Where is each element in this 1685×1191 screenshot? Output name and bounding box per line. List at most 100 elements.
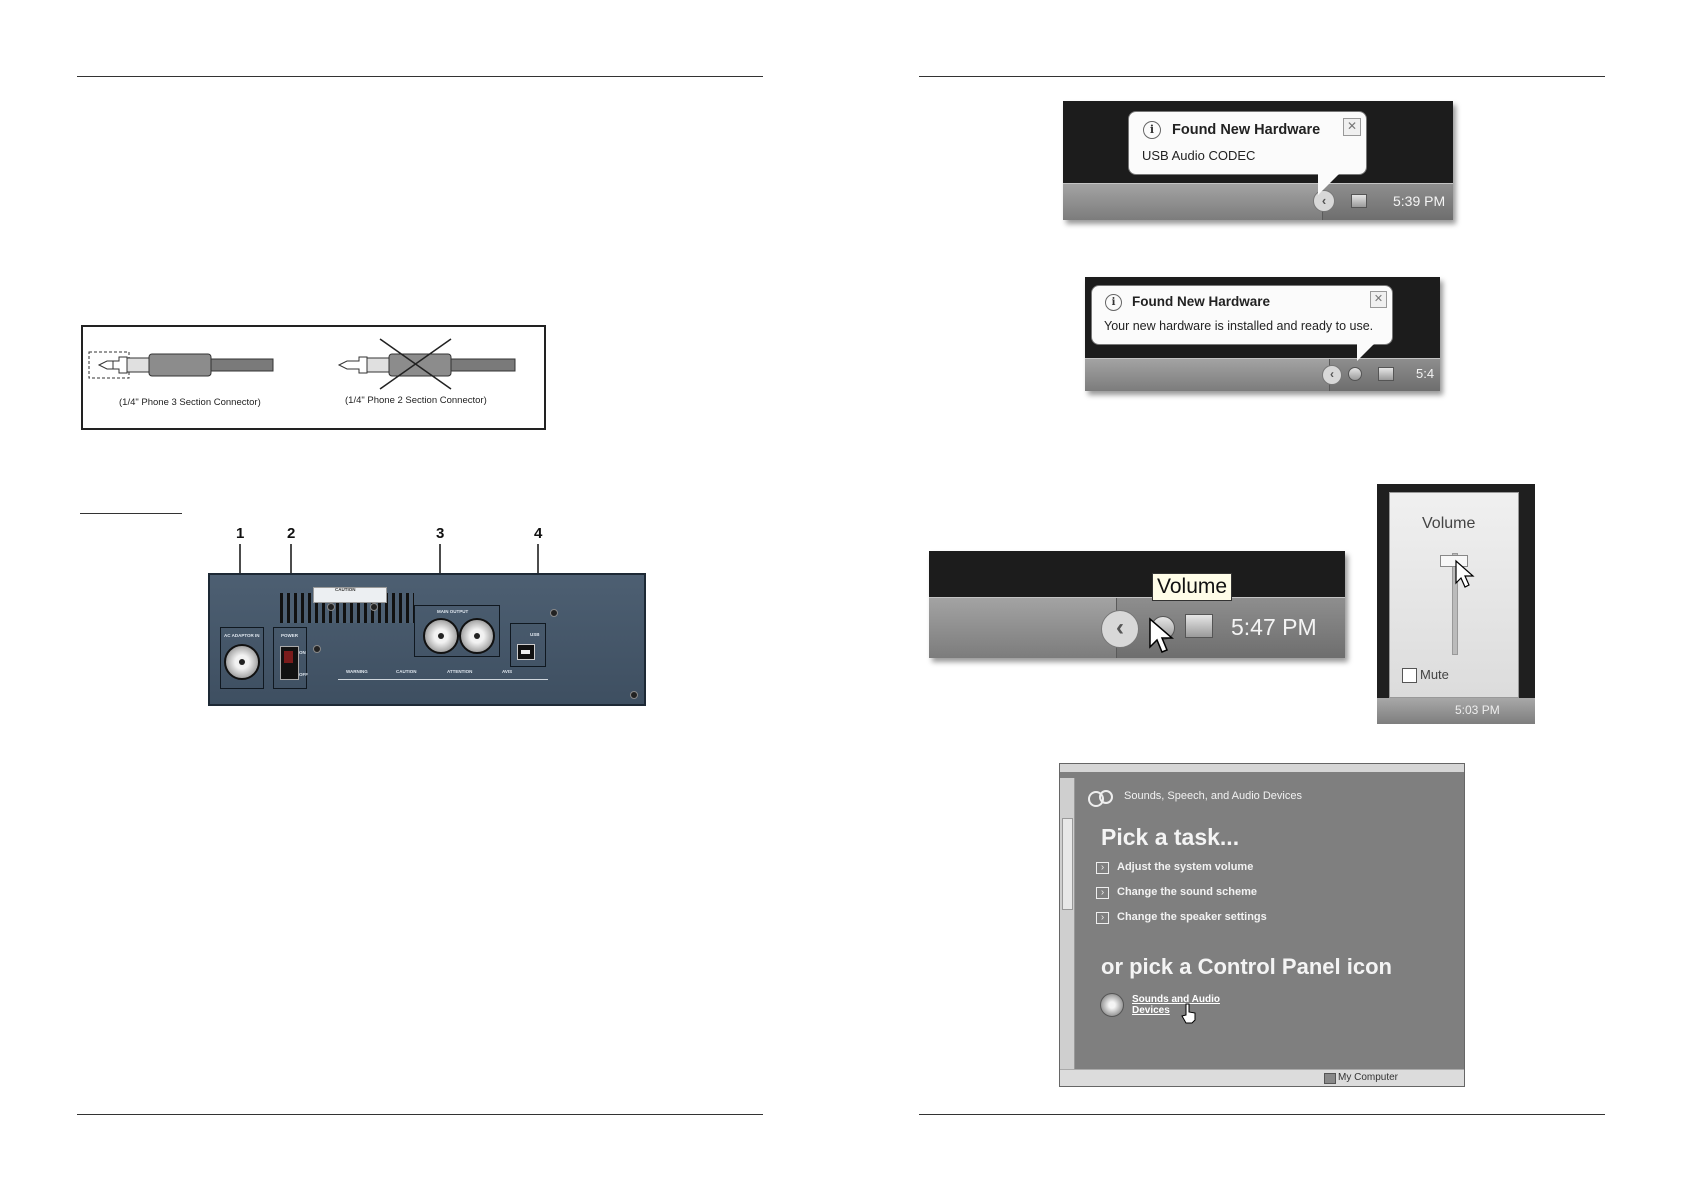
tray-clock: 5:47 PM: [1231, 614, 1317, 640]
main-output-left-connector: [423, 618, 459, 654]
found-hardware-screenshot-1: ‹ 5:39 PM i Found New Hardware ✕ USB Aud…: [1063, 101, 1453, 220]
connector-2-section-label: (1/4" Phone 2 Section Connector): [345, 395, 487, 406]
volume-tray-screenshot: ‹ 5:47 PM Volume: [929, 551, 1345, 658]
usb-label: USB: [530, 632, 540, 637]
info-icon: i: [1143, 121, 1161, 139]
main-output-label: MAIN OUTPUT: [437, 609, 469, 614]
sounds-audio-devices-icon[interactable]: [1100, 993, 1124, 1017]
found-hardware-balloon[interactable]: i Found New Hardware ✕ USB Audio CODEC: [1128, 111, 1367, 175]
network-icon[interactable]: [1185, 614, 1213, 638]
warning-divider: [338, 679, 548, 680]
taskbar: ‹ 5:4: [1085, 358, 1440, 391]
balloon-text: Your new hardware is installed and ready…: [1104, 319, 1374, 333]
mute-label: Mute: [1420, 667, 1449, 682]
warning-label-2: CAUTION: [396, 669, 417, 674]
screw-5: [630, 691, 638, 699]
balloon-title: Found New Hardware: [1132, 294, 1271, 309]
rear-callout-3: 3: [436, 525, 445, 542]
taskbar: ‹ 5:39 PM: [1063, 183, 1453, 220]
warning-label-4: AVIS: [502, 669, 513, 674]
rear-panel-heading-underline: [80, 513, 182, 514]
warning-label-1: WARNING: [346, 669, 368, 674]
rear-callout-1: 1: [236, 525, 245, 542]
tray-clock: 5:39 PM: [1393, 193, 1446, 209]
task-change-sound-scheme[interactable]: Change the sound scheme: [1117, 886, 1257, 898]
tray-expand-icon[interactable]: ‹: [1322, 365, 1342, 385]
volume-popup: Volume Mute: [1389, 492, 1519, 698]
connector-figure: (1/4" Phone 3 Section Connector) (1/4" P…: [81, 325, 546, 430]
task-arrow-icon: ›: [1096, 862, 1109, 874]
sounds-audio-devices-link-line2[interactable]: Devices: [1132, 1005, 1170, 1016]
my-computer-icon: [1324, 1073, 1336, 1084]
balloon-close-button[interactable]: ✕: [1343, 118, 1361, 136]
task-arrow-icon: ›: [1096, 912, 1109, 924]
screw-4: [550, 609, 558, 617]
caution-sticker-bar: [313, 587, 387, 603]
volume-tooltip: Volume: [1152, 573, 1233, 601]
network-icon[interactable]: [1351, 194, 1367, 208]
found-hardware-screenshot-2: ‹ 5:4 i Found New Hardware ✕ Your new ha…: [1085, 277, 1440, 391]
rear-panel: AC ADAPTOR IN POWER ON OFF CAUTION MAIN …: [208, 573, 646, 706]
main-output-right-connector: [459, 618, 495, 654]
power-switch: [280, 646, 299, 680]
sounds-category-icon: [1088, 790, 1113, 807]
usb-port: [517, 644, 535, 660]
balloon-close-button[interactable]: ✕: [1370, 291, 1387, 308]
balloon-tail: [1318, 173, 1340, 195]
power-on-label: ON: [299, 650, 306, 655]
warning-label-3: ATTENTION: [447, 669, 473, 674]
balloon-tail: [1357, 343, 1375, 361]
info-icon: i: [1105, 294, 1122, 311]
tray-expand-icon[interactable]: ‹: [1101, 610, 1139, 648]
connector-drawing: [88, 338, 516, 390]
task-change-speaker-settings[interactable]: Change the speaker settings: [1117, 911, 1267, 923]
taskbar: ‹ 5:47 PM: [929, 597, 1345, 658]
main-output-section: MAIN OUTPUT: [414, 605, 500, 657]
power-section: POWER ON OFF: [273, 627, 308, 689]
caution-sticker-label: CAUTION: [335, 587, 356, 592]
tray-clock: 5:4: [1416, 366, 1435, 381]
scrollbar-thumb[interactable]: [1062, 818, 1073, 910]
status-text: My Computer: [1338, 1072, 1399, 1083]
network-icon[interactable]: [1378, 367, 1394, 381]
sounds-audio-devices-link-line1[interactable]: Sounds and Audio: [1132, 994, 1220, 1005]
hand-pointer-icon: [1181, 1003, 1196, 1024]
volume-popup-title: Volume: [1422, 515, 1476, 532]
ac-adaptor-connector: [224, 644, 260, 680]
usb-section: USB: [510, 623, 546, 667]
vertical-scrollbar[interactable]: [1060, 778, 1075, 1070]
control-panel-window: Sounds, Speech, and Audio Devices Pick a…: [1059, 763, 1465, 1087]
right-page-bottom-rule: [919, 1114, 1605, 1115]
mute-checkbox[interactable]: [1402, 668, 1417, 683]
volume-slider-thumb[interactable]: [1440, 555, 1468, 567]
control-panel-top-strip: [1060, 764, 1464, 772]
task-arrow-icon: ›: [1096, 887, 1109, 899]
rear-callout-2: 2: [287, 525, 296, 542]
connector-3-section-label: (1/4" Phone 3 Section Connector): [119, 397, 261, 408]
power-off-label: OFF: [299, 672, 308, 677]
balloon-text: USB Audio CODEC: [1142, 148, 1256, 163]
hardware-ready-balloon[interactable]: i Found New Hardware ✕ Your new hardware…: [1091, 285, 1393, 345]
left-page-bottom-rule: [77, 1114, 763, 1115]
status-bar: My Computer: [1060, 1069, 1464, 1086]
volume-popup-screenshot: Volume Mute 5:03 PM: [1377, 484, 1535, 724]
screw-3: [313, 645, 321, 653]
volume-icon[interactable]: [1348, 367, 1362, 381]
volume-tooltip-text: Volume: [1157, 575, 1228, 598]
screw-2: [370, 603, 378, 611]
task-adjust-volume[interactable]: Adjust the system volume: [1117, 861, 1254, 873]
balloon-title: Found New Hardware: [1172, 122, 1321, 138]
left-page-top-rule: [77, 76, 763, 77]
right-page-top-rule: [919, 76, 1605, 77]
volume-popup-taskbar: 5:03 PM: [1377, 698, 1535, 724]
volume-slider-track[interactable]: [1452, 553, 1458, 655]
mouse-pointer-icon: [1455, 559, 1475, 588]
pick-task-heading: Pick a task...: [1101, 824, 1240, 850]
system-tray: ‹ 5:39 PM: [1313, 184, 1453, 220]
system-tray: ‹ 5:47 PM: [1101, 598, 1345, 658]
rear-callout-4: 4: [534, 525, 543, 542]
ac-adaptor-label: AC ADAPTOR IN: [224, 633, 260, 638]
system-tray: ‹ 5:4: [1322, 359, 1440, 391]
power-label: POWER: [281, 633, 299, 638]
mouse-pointer-icon: [1149, 617, 1175, 653]
